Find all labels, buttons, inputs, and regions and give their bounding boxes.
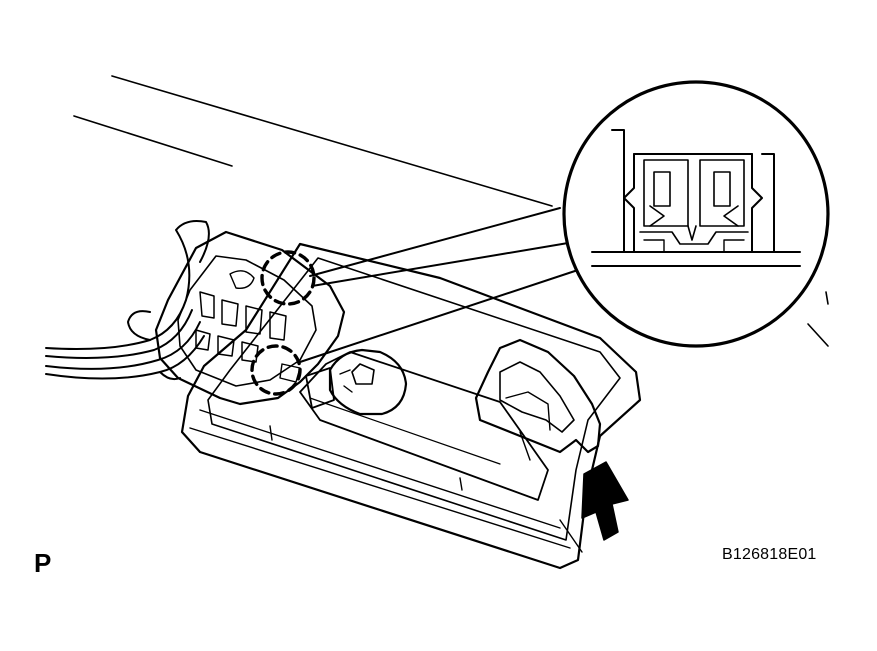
socket-lever xyxy=(474,338,602,461)
body-panel-lines xyxy=(73,75,829,347)
wire-harness xyxy=(45,220,210,381)
push-arrow-icon xyxy=(581,461,629,541)
claw-highlight-circles xyxy=(250,250,316,396)
lamp-housing xyxy=(180,242,642,570)
connector xyxy=(154,230,346,406)
figure-code: B126818E01 xyxy=(722,546,817,563)
callout-leaders xyxy=(299,207,585,363)
view-label: P xyxy=(34,548,52,578)
lens-window xyxy=(299,351,549,501)
detail-magnifier xyxy=(562,80,830,348)
bulb xyxy=(305,348,408,416)
